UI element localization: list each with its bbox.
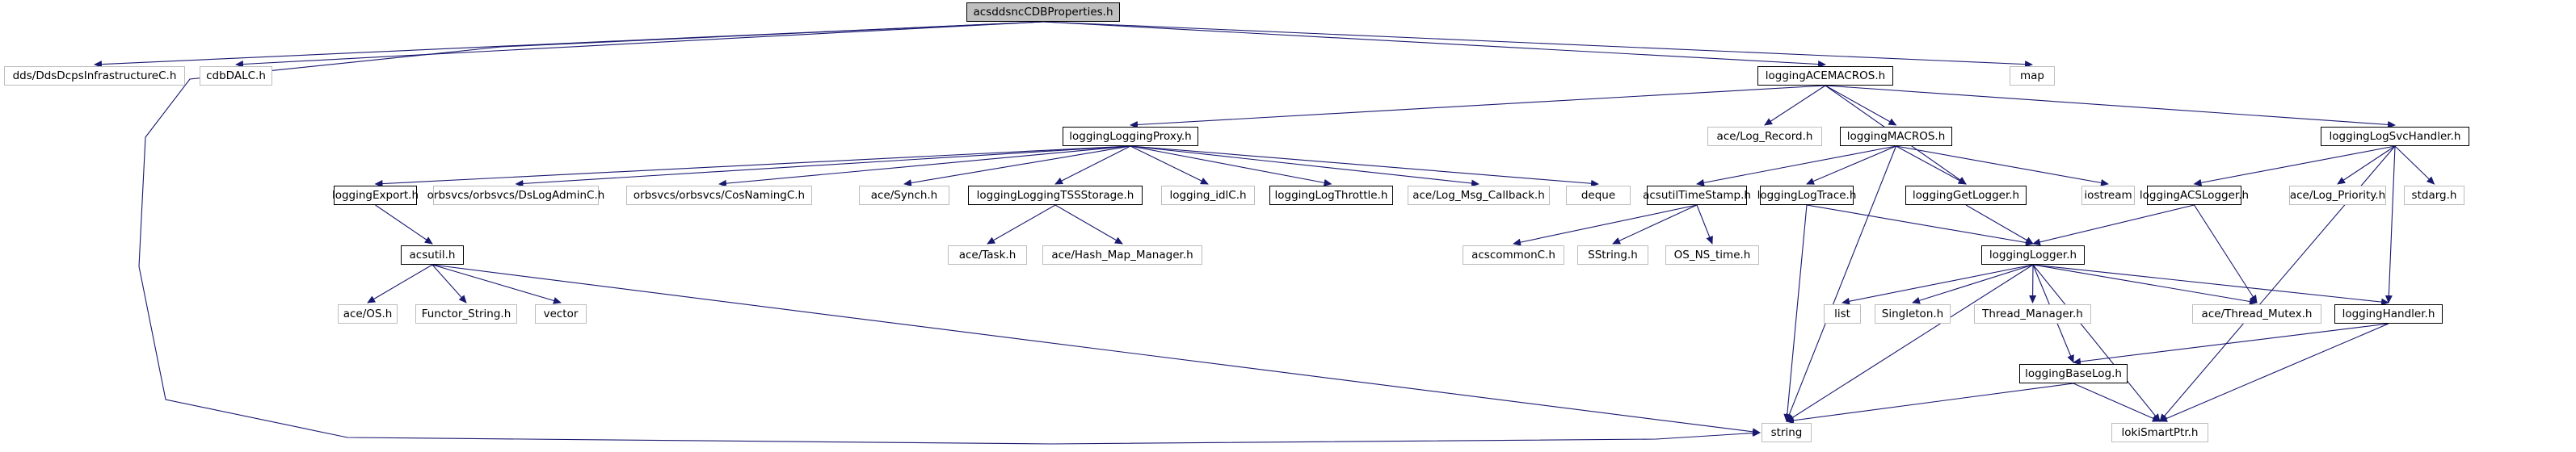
node-logtrace[interactable]: loggingLogTrace.h [1757,186,1856,205]
include-edge-root-map [1042,21,2033,69]
include-edge-macros-timestamp [1696,145,1896,186]
node-task[interactable]: ace/Task.h [948,245,1027,265]
include-edge-logger-threadmutex [2032,264,2258,305]
node-throttle[interactable]: loggingLogThrottle.h [1269,186,1393,205]
include-edge-root-acemacros [1042,21,1826,69]
node-export[interactable]: loggingExport.h [332,186,419,205]
node-dslogadmin[interactable]: orbsvcs/orbsvcs/DsLogAdminC.h [427,186,604,205]
include-edge-logger-list [1842,264,2034,305]
include-edge-logtrace-logger [1806,204,2034,246]
node-vector[interactable]: vector [535,304,587,324]
include-edge-proxy-throttle [1130,145,1332,186]
node-functor[interactable]: Functor_String.h [415,304,517,324]
node-threadmgr[interactable]: Thread_Manager.h [1974,304,2091,324]
include-edge-timestamp-osnstime [1696,204,1713,245]
include-edge-svchandler-acslogger [2193,145,2396,186]
include-edge-proxy-dslogadmin [515,145,1131,187]
node-synch[interactable]: ace/Synch.h [859,186,949,205]
include-edge-export-acsutil [375,204,433,245]
node-list[interactable]: list [1824,304,1861,324]
include-edge-baselog-string [1786,383,2074,425]
include-edge-macros-string [1786,145,1897,422]
include-edge-handler-loki [2159,323,2389,422]
include-edge-handler-baselog [2073,323,2389,366]
node-logpriority[interactable]: ace/Log_Priority.h [2289,186,2386,205]
include-edge-proxy-idlc [1130,145,1209,185]
node-root: acsddsncCDBProperties.h [966,2,1120,22]
node-log_record[interactable]: ace/Log_Record.h [1707,127,1822,146]
include-edge-acsutil-vector [431,264,562,304]
node-osnstime[interactable]: OS_NS_time.h [1665,245,1759,265]
node-svchandler[interactable]: loggingLogSvcHandler.h [2321,127,2469,146]
node-idlc[interactable]: logging_idlC.h [1161,186,1255,205]
edge-group [94,21,2435,445]
node-aceos[interactable]: ace/OS.h [338,304,398,324]
node-baselog[interactable]: loggingBaseLog.h [2019,364,2128,383]
include-edge-baselog-loki [2073,383,2161,422]
include-edge-logger-singleton [1912,264,2034,304]
node-iostream[interactable]: iostream [2081,186,2135,205]
node-acemacros[interactable]: loggingACEMACROS.h [1757,66,1893,86]
include-edge-logtrace-string [1783,204,1808,422]
node-timestamp[interactable]: acsutilTimeStamp.h [1643,186,1751,205]
include-edge-svchandler-logpriority [2337,145,2396,185]
node-map[interactable]: map [2010,66,2055,86]
node-singleton[interactable]: Singleton.h [1875,304,1951,324]
include-edge-logger-loki [2032,264,2161,422]
node-cdbdalc[interactable]: cdbDALC.h [200,66,272,86]
include-edge-acsutil-functor [431,264,467,303]
include-edge-acemacros-log_record [1764,85,1826,126]
include-edge-root-cdbdalc [235,21,1044,69]
include-edge-acslogger-threadmutex [2194,204,2258,303]
include-edge-root-string [138,21,1761,445]
include-edge-tss-hashmap [1054,204,1123,245]
include-edge-timestamp-sstring [1612,204,1698,245]
include-edge-proxy-msgcallback [1130,145,1480,187]
include-edge-proxy-deque [1130,145,1599,187]
include-edge-getlogger-logger [1965,204,2034,245]
include-edge-macros-logtrace [1806,145,1896,185]
node-getlogger[interactable]: loggingGetLogger.h [1905,186,2027,205]
include-edge-acsutil-aceos [367,264,433,303]
node-acscommon[interactable]: acscommonC.h [1463,245,1564,265]
include-edge-timestamp-acscommon [1513,204,1698,246]
include-edge-proxy-cosnaming [718,145,1131,187]
node-threadmutex[interactable]: ace/Thread_Mutex.h [2192,304,2321,324]
include-edge-proxy-synch [903,145,1131,186]
node-acsutil[interactable]: acsutil.h [401,245,464,265]
node-proxy[interactable]: loggingLoggingProxy.h [1063,127,1198,146]
include-edge-macros-iostream [1896,145,2109,186]
include-edge-acemacros-svchandler [1825,85,2396,128]
include-edge-macros-getlogger [1896,145,1967,185]
include-edge-logger-string [1786,264,2034,422]
node-handler[interactable]: loggingHandler.h [2334,304,2443,324]
include-edge-acslogger-logger [2032,204,2195,246]
node-cosnaming[interactable]: orbsvcs/orbsvcs/CosNamingC.h [626,186,812,205]
node-stdarg[interactable]: stdarg.h [2404,186,2464,205]
node-tss[interactable]: loggingLoggingTSSStorage.h [968,186,1143,205]
node-deque[interactable]: deque [1566,186,1631,205]
node-msgcallback[interactable]: ace/Log_Msg_Callback.h [1408,186,1550,205]
include-edge-acemacros-proxy [1130,85,1826,128]
include-edge-logger-handler [2032,264,2389,306]
node-hashmap[interactable]: ace/Hash_Map_Manager.h [1042,245,1202,265]
include-edge-acsutil-string [431,264,1761,436]
include-edge-proxy-tss [1054,145,1131,185]
include-edge-acemacros-macros [1825,85,1897,126]
node-loki[interactable]: lokiSmartPtr.h [2111,423,2208,442]
node-acslogger[interactable]: loggingACSLogger.h [2140,186,2249,205]
include-edge-logger-threadmgr [2029,264,2037,303]
include-edge-svchandler-stdarg [2394,145,2435,185]
include-edge-svchandler-handler [2384,145,2396,303]
node-dds_infra[interactable]: dds/DdsDcpsInfrastructureC.h [4,66,185,86]
node-logger[interactable]: loggingLogger.h [1981,245,2085,265]
include-edge-tss-task [987,204,1056,245]
node-sstring[interactable]: SString.h [1577,245,1648,265]
node-string[interactable]: string [1762,423,1812,442]
node-macros[interactable]: loggingMACROS.h [1840,127,1952,146]
include-edge-proxy-export [374,145,1131,188]
